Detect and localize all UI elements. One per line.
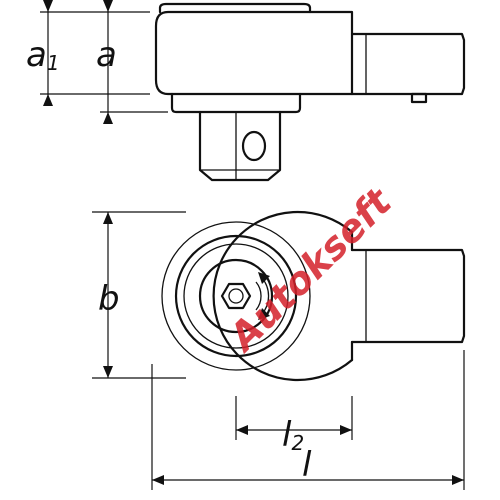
dimensions <box>40 0 465 490</box>
side-release-button <box>410 92 428 104</box>
top-ring-3 <box>183 243 289 349</box>
dimension-labels: a1 a b l2 l <box>26 35 312 485</box>
top-head-outline <box>212 210 354 382</box>
dim-b-arrow-bottom <box>103 366 113 378</box>
side-lower-ring <box>170 92 302 114</box>
rotate-arrow-icon-inner <box>255 281 262 311</box>
side-body <box>154 10 354 96</box>
side-extension <box>350 32 466 96</box>
label-a1-sub: 1 <box>47 51 60 75</box>
rotate-arrowhead-bottom <box>258 308 270 320</box>
dim-b-arrow-top <box>103 212 113 224</box>
dim-a-arrow-top <box>103 0 113 12</box>
label-a: a <box>96 35 117 75</box>
label-l: l <box>302 445 312 485</box>
side-detent-ball <box>241 130 267 162</box>
label-b: b <box>98 279 120 319</box>
watermark-logo: Autokseft <box>219 179 401 361</box>
dim-l-arrow-right <box>452 475 464 485</box>
label-a1: a1 <box>26 35 60 75</box>
dim-l-arrow-left <box>152 475 164 485</box>
top-hex-screw <box>220 282 252 310</box>
label-a1-main: a <box>26 35 47 75</box>
rotate-arrowhead-top <box>258 272 270 284</box>
top-ring-1 <box>161 221 311 371</box>
label-l2-sub: 2 <box>291 431 304 455</box>
label-l2: l2 <box>282 415 304 455</box>
top-view <box>161 210 466 382</box>
side-view <box>154 2 466 182</box>
top-ring-4 <box>198 258 274 334</box>
side-square-drive <box>198 110 282 182</box>
top-extension <box>350 248 466 344</box>
side-top-cap <box>158 2 312 14</box>
dim-l2-arrow-right <box>340 425 352 435</box>
dim-a-arrow-bottom <box>103 112 113 124</box>
label-l2-main: l <box>282 415 292 455</box>
top-hex-socket <box>228 288 244 304</box>
dim-a1-arrow-bottom <box>43 94 53 106</box>
top-ring-2 <box>174 234 298 358</box>
dim-l2-arrow-left <box>236 425 248 435</box>
dim-a1-arrow-top <box>43 0 53 12</box>
